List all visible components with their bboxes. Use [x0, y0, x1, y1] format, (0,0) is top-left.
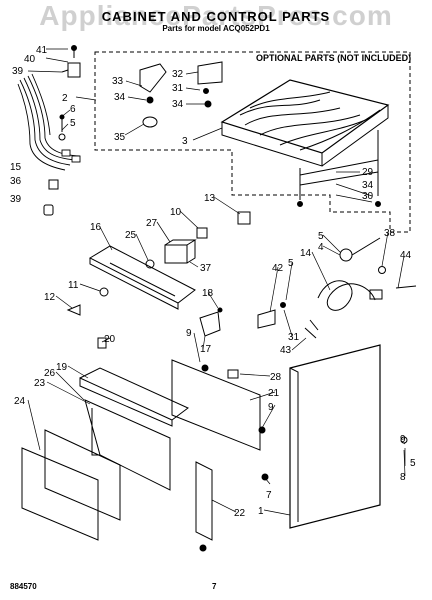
callout-32: 32 — [172, 69, 184, 80]
callout-41: 41 — [36, 45, 48, 56]
callout-30: 30 — [362, 191, 374, 202]
screw-11-12 — [66, 287, 109, 316]
small-parts-10-13 — [196, 211, 251, 239]
optional-parts-label: OPTIONAL PARTS (NOT INCLUDED) — [256, 53, 412, 63]
callout-27: 27 — [146, 218, 158, 229]
callout-39-lower: 39 — [10, 194, 22, 205]
callout-20: 20 — [104, 334, 116, 345]
callout-10: 10 — [170, 207, 182, 218]
page-number: 7 — [212, 582, 217, 591]
callout-39: 39 — [12, 66, 24, 77]
filter-23-24 — [21, 429, 121, 541]
callout-16: 16 — [90, 222, 102, 233]
callout-40: 40 — [24, 54, 36, 65]
bracket-42 — [257, 302, 286, 329]
callout-9-right: 9 — [400, 434, 406, 445]
callout-28: 28 — [270, 372, 282, 383]
callout-6: 6 — [70, 104, 76, 115]
callout-numbers: 41 40 39 2 6 5 15 36 39 33 34 35 32 31 3… — [10, 45, 416, 519]
callout-29: 29 — [362, 167, 374, 178]
callout-4: 4 — [318, 242, 324, 253]
doc-number: 884570 — [10, 582, 37, 591]
cabinet-1 — [261, 344, 408, 529]
callout-9-mid: 9 — [268, 402, 274, 413]
screw-38-44 — [378, 266, 417, 289]
callout-3: 3 — [182, 136, 188, 147]
screw-20 — [97, 337, 107, 349]
callout-5-lower: 5 — [410, 458, 416, 469]
callout-5-mid: 5 — [288, 258, 294, 269]
callout-2: 2 — [62, 93, 68, 104]
callout-9: 9 — [186, 328, 192, 339]
callout-13: 13 — [204, 193, 216, 204]
callout-21: 21 — [268, 388, 280, 399]
callout-14: 14 — [300, 248, 312, 259]
callout-7: 7 — [266, 490, 272, 501]
optional-parts-box — [94, 51, 411, 233]
power-cord-14 — [304, 280, 383, 339]
callout-34-right: 34 — [172, 99, 184, 110]
callout-25: 25 — [125, 230, 137, 241]
callout-37: 37 — [200, 263, 212, 274]
callout-26: 26 — [44, 368, 56, 379]
callout-8: 8 — [400, 472, 406, 483]
grille-frame-19 — [79, 367, 189, 491]
callout-5-right: 5 — [318, 231, 324, 242]
side-panel-21 — [171, 359, 266, 451]
capacitor-bracket — [61, 45, 81, 78]
callout-11: 11 — [68, 280, 79, 291]
callout-36: 36 — [10, 176, 22, 187]
wire-harness — [17, 73, 81, 171]
callout-17: 17 — [200, 344, 212, 355]
callout-34-bottom: 34 — [362, 180, 374, 191]
callout-35: 35 — [114, 132, 126, 143]
callout-1: 1 — [258, 506, 264, 517]
control-panel-16 — [88, 245, 196, 310]
callout-31-lower: 31 — [288, 332, 300, 343]
knob-17 — [199, 307, 223, 337]
callout-42: 42 — [272, 263, 284, 274]
callout-15: 15 — [10, 162, 22, 173]
callout-33: 33 — [112, 76, 124, 87]
callout-31: 31 — [172, 83, 184, 94]
cap-36 — [43, 179, 59, 216]
diagram-title: CABINET AND CONTROL PARTS — [101, 9, 331, 24]
diagram-subtitle: Parts for model ACQ052PD1 — [162, 24, 270, 33]
callout-34: 34 — [114, 92, 126, 103]
callout-43: 43 — [280, 345, 292, 356]
callout-23: 23 — [34, 378, 46, 389]
callout-19: 19 — [56, 362, 68, 373]
callout-18: 18 — [202, 288, 214, 299]
bracket-32 — [197, 61, 223, 108]
watermark: AppliancePartsPros.com — [39, 0, 393, 31]
callout-22: 22 — [234, 508, 246, 519]
base-pan-3 — [220, 79, 390, 207]
switch-27 — [145, 239, 197, 269]
callout-12: 12 — [44, 292, 56, 303]
callout-24: 24 — [14, 396, 26, 407]
callout-5: 5 — [70, 118, 76, 129]
callout-leaders — [27, 48, 406, 516]
hinge-33 — [139, 63, 167, 128]
support-22 — [195, 461, 213, 552]
callout-38: 38 — [384, 228, 396, 239]
bracket-4 — [339, 237, 381, 262]
callout-44: 44 — [400, 250, 412, 261]
